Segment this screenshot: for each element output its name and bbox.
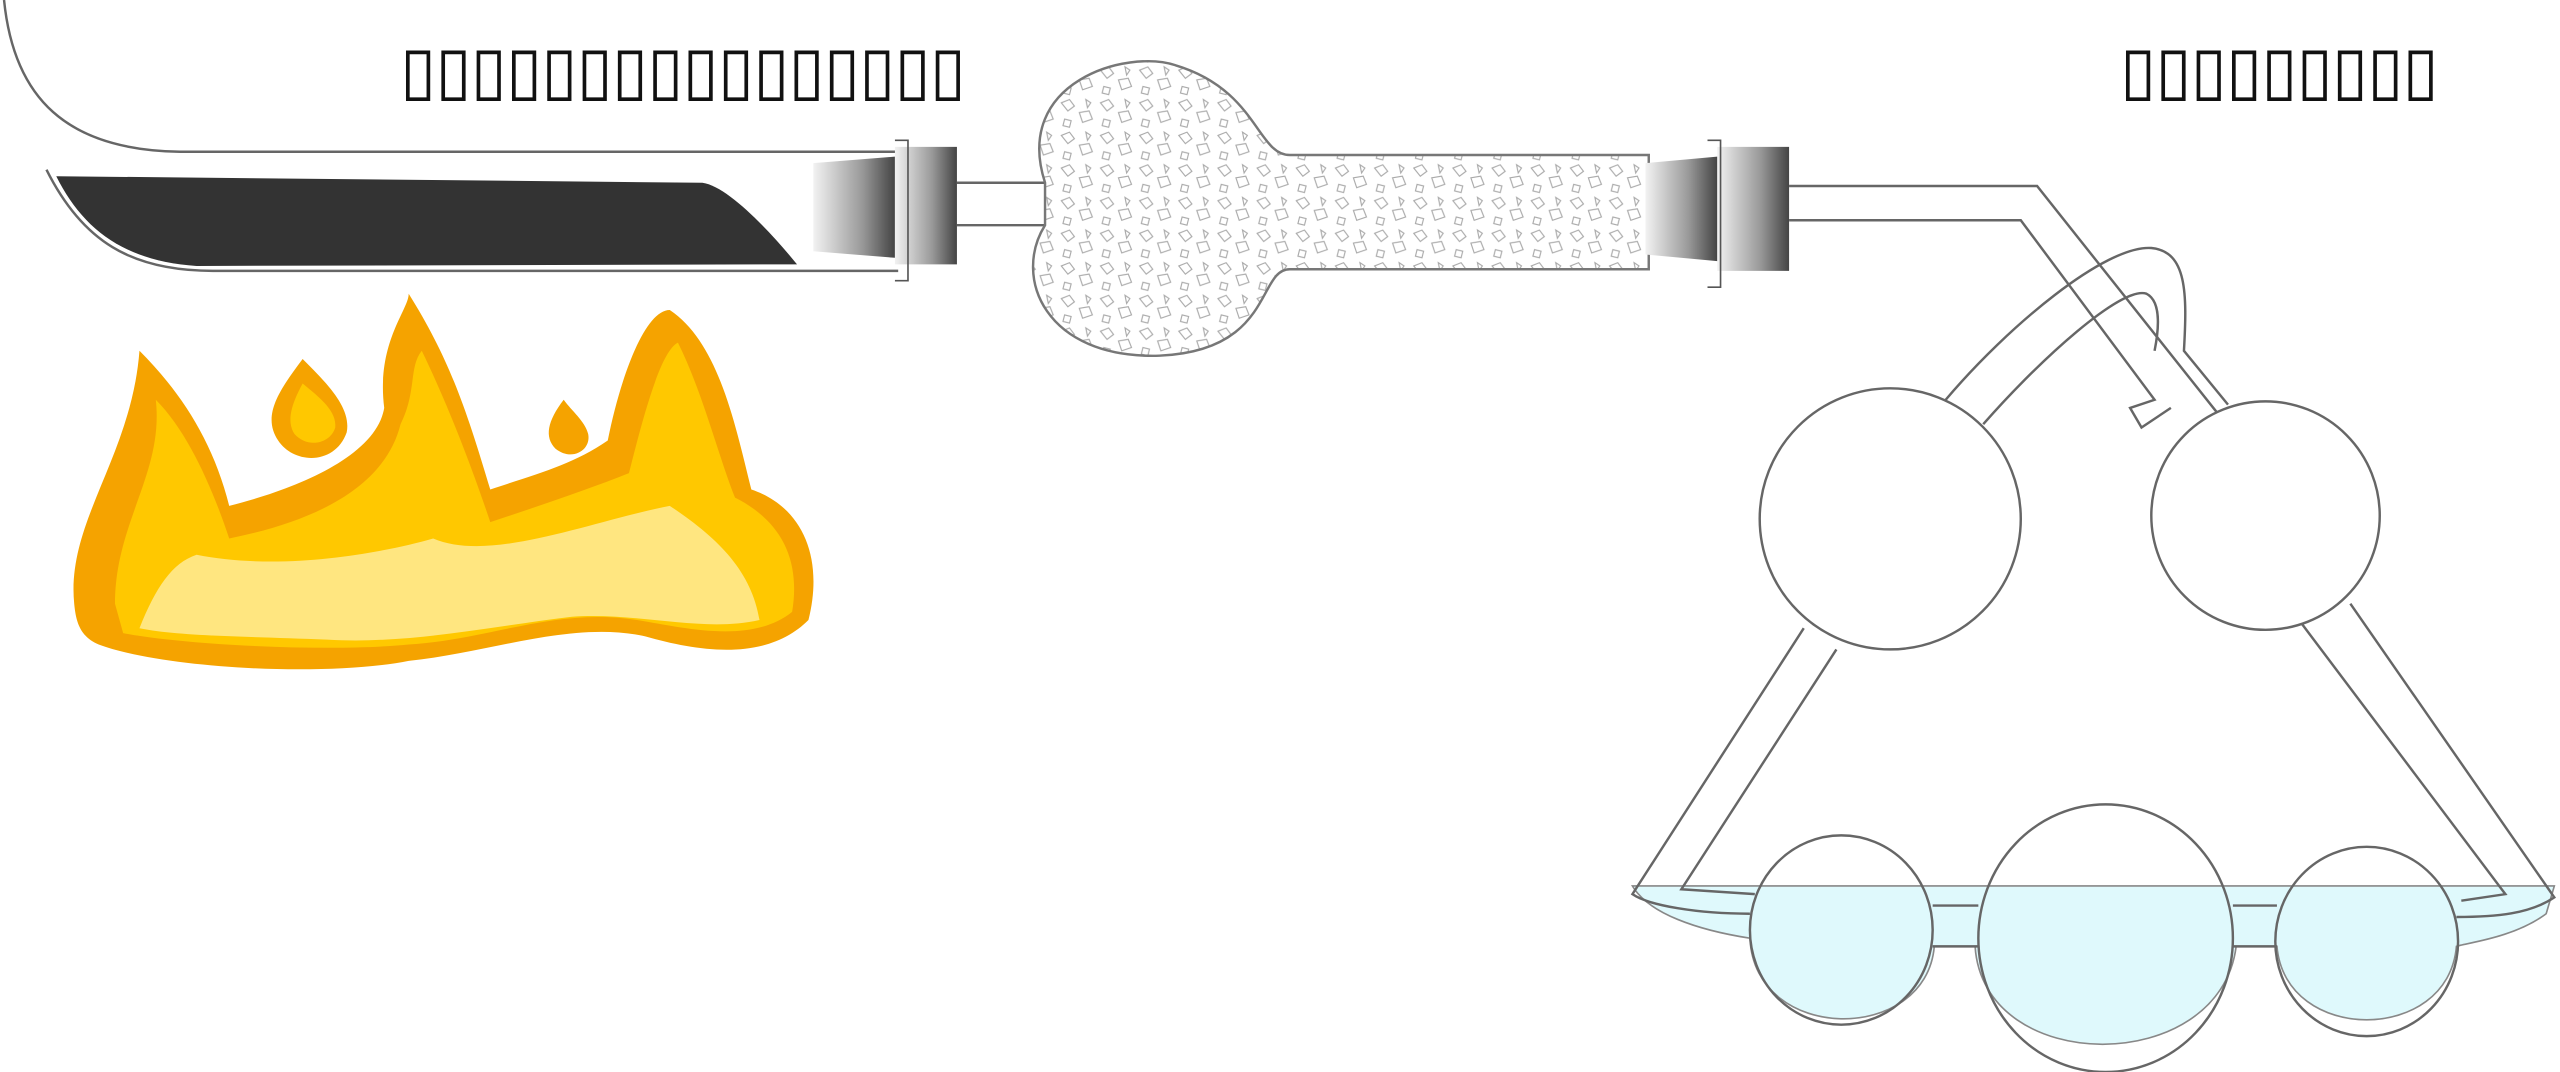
- label-absorption-trap: ▯▯▯▯▯▯▯▯▯: [2120, 32, 2439, 109]
- connecting-tube: [956, 181, 1046, 227]
- stopper-left: [813, 139, 957, 282]
- test-tube: [2, 0, 899, 273]
- flame-icon: [73, 293, 814, 670]
- solid-reactant: [56, 176, 798, 266]
- drying-tube: [1031, 60, 1650, 357]
- stopper-right: [1645, 139, 1790, 288]
- delivery-tube: [1789, 184, 2221, 430]
- label-heating-tube: ▯▯▯▯▯▯▯▯▯▯▯▯▯▯▯▯: [400, 32, 966, 109]
- absorption-trap: [1630, 246, 2557, 1072]
